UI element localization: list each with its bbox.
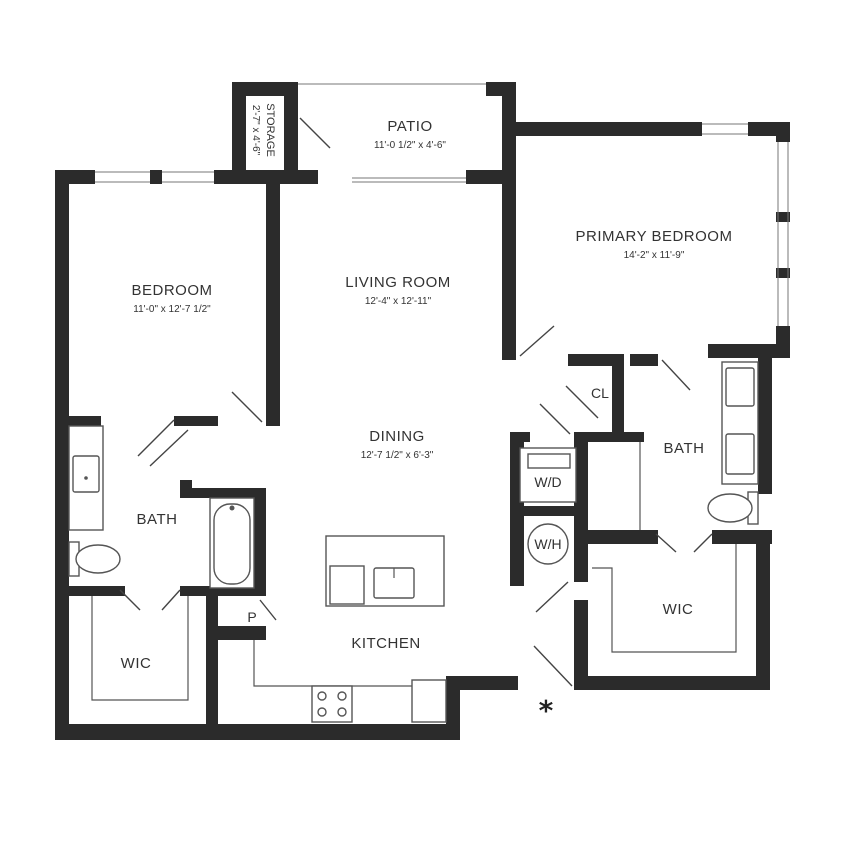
patio-dims: 11'-0 1/2" x 4'-6" <box>374 140 446 151</box>
living-room-dims: 12'-4" x 12'-11" <box>365 296 432 307</box>
pantry-label: P <box>247 609 256 625</box>
bedroom-label: BEDROOM <box>131 282 212 299</box>
walls <box>55 82 790 740</box>
doors <box>119 117 713 687</box>
storage-label: STORAGE <box>264 103 276 157</box>
patio-label: PATIO <box>387 118 432 135</box>
dining-label: DINING <box>369 428 425 445</box>
entry-marker: * <box>539 694 554 727</box>
kitchen-label: KITCHEN <box>351 635 420 652</box>
bedroom-dims: 11'-0" x 12'-7 1/2" <box>133 304 211 315</box>
washer-dryer-label: W/D <box>534 474 561 490</box>
storage-dims: 2'-7" x 4'-6" <box>250 105 261 156</box>
bath-left-label: BATH <box>137 511 178 528</box>
wic-right-label: WIC <box>663 601 694 618</box>
living-room-label: LIVING ROOM <box>345 274 451 291</box>
primary-bedroom-label: PRIMARY BEDROOM <box>576 228 733 245</box>
dining-dims: 12'-7 1/2" x 6'-3" <box>361 450 434 461</box>
room-labels: PATIO 11'-0 1/2" x 4'-6" STORAGE 2'-7" x… <box>121 103 733 727</box>
windows <box>95 83 789 326</box>
wic-left-label: WIC <box>121 655 152 672</box>
fixtures <box>68 361 759 723</box>
closet-label: CL <box>591 385 609 401</box>
primary-bedroom-dims: 14'-2" x 11'-9" <box>624 250 685 261</box>
water-heater-label: W/H <box>534 536 561 552</box>
bath-right-label: BATH <box>664 440 705 457</box>
